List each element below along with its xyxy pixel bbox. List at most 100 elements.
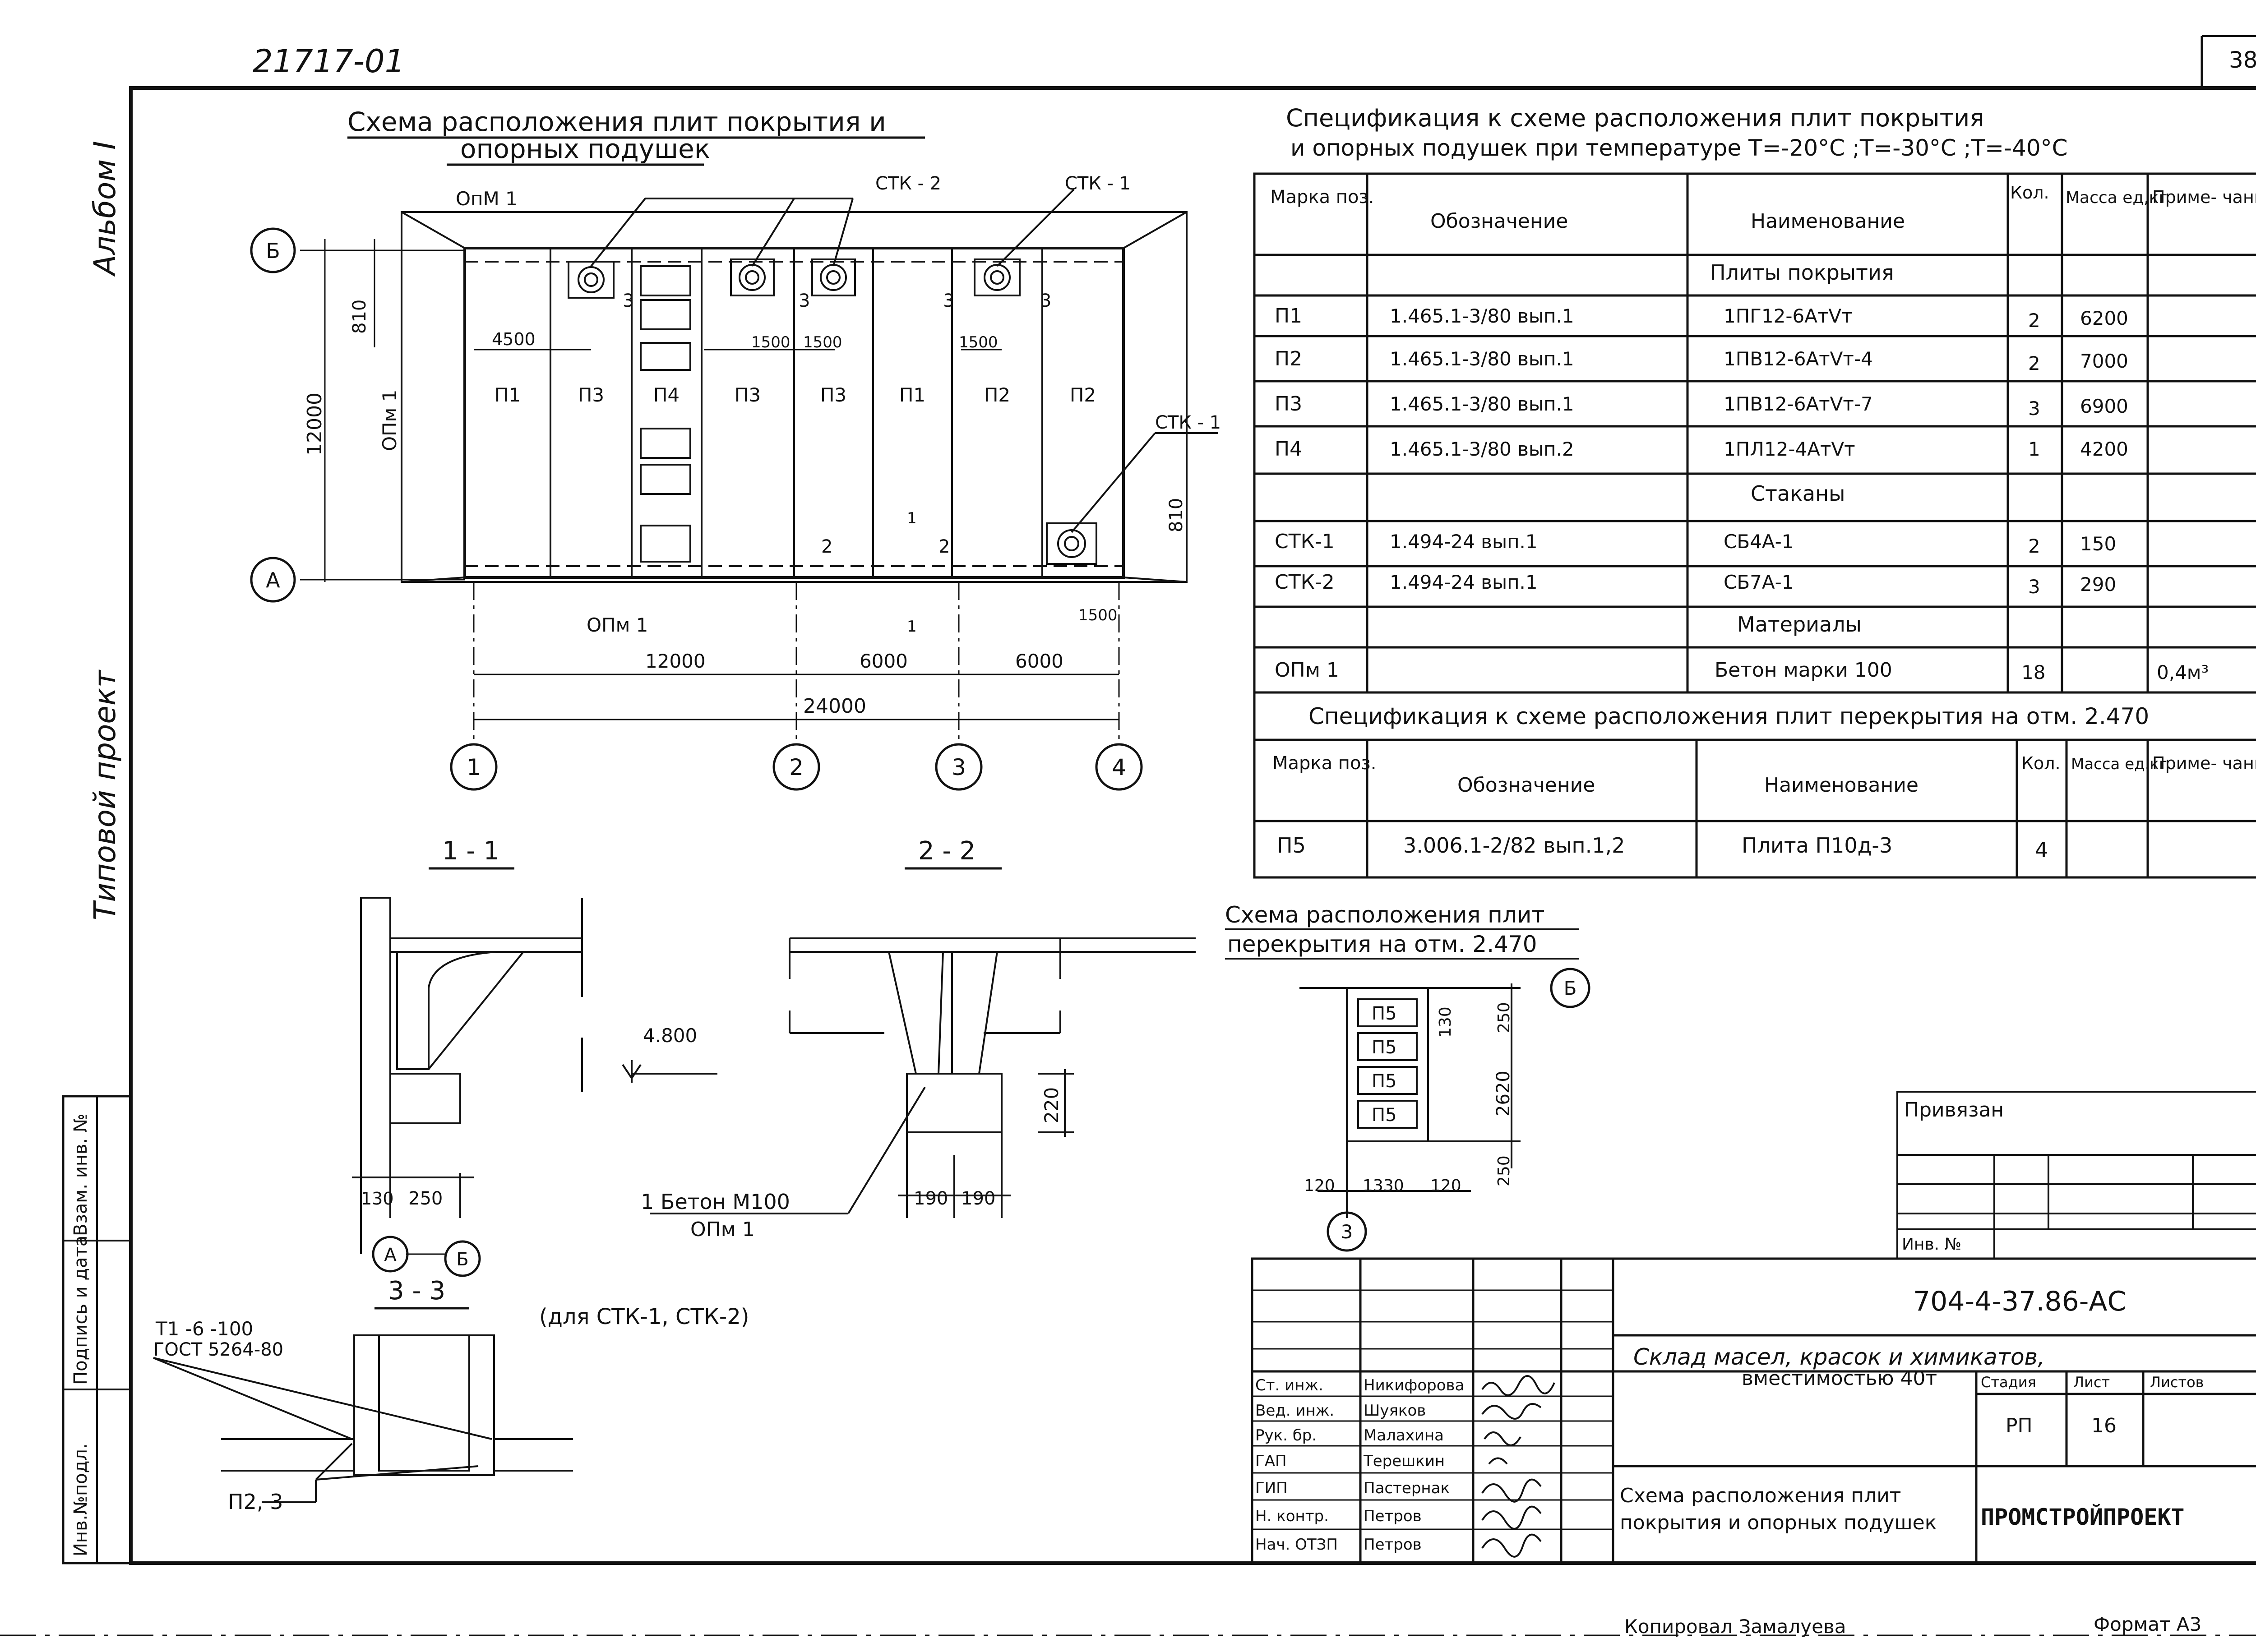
title-object-line2: вместимостью 40т (1742, 1367, 1937, 1390)
axis-b-label: Б (266, 239, 280, 263)
floor-dim-130: 130 (1436, 1006, 1455, 1038)
role: Н. контр. (1255, 1507, 1329, 1525)
person: Петров (1364, 1536, 1422, 1554)
cell-designation: 1.465.1-3/80 вып.1 (1390, 348, 1574, 370)
list-item: Н. контр. Петров (1255, 1507, 1422, 1525)
slab-label: П2 (984, 384, 1010, 406)
section33-title: 3 - 3 (388, 1276, 445, 1306)
slab-label: П3 (735, 384, 761, 406)
section11-title: 1 - 1 (442, 836, 499, 866)
title-sheet-label: Лист (2073, 1374, 2110, 1391)
floor-axis-b: Б (1564, 977, 1577, 999)
spec1-header-note: Приме- чание (2152, 187, 2256, 207)
cell-designation: 3.006.1-2/82 вып.1,2 (1403, 833, 1625, 858)
cell-mass: 6900 (2080, 395, 2128, 417)
cell-qty: 4 (2035, 838, 2048, 862)
table-row: СТК-1 1.494-24 вып.1 СБ4А-1 2 150 (1275, 530, 2116, 557)
axis-1-label: 1 (467, 754, 481, 780)
section-3-3: 3 - 3 (для СТК-1, СТК-2) Т1 -6 -100 ГОСТ… (153, 1276, 749, 1514)
floor-slab: П5 (1372, 1105, 1397, 1126)
person: Никифорова (1364, 1376, 1464, 1394)
spec2-title: Спецификация к схеме расположения плит п… (1308, 703, 2149, 729)
section11-elevation: 4.800 (643, 1024, 697, 1047)
spec1-group-plates: Плиты покрытия (1710, 260, 1894, 285)
section33-gost: ГОСТ 5264-80 (153, 1339, 283, 1360)
dim-1500a: 1500 (751, 333, 791, 351)
dim-810-right: 810 (1166, 498, 1187, 532)
floor-dim-250b: 250 (1495, 1155, 1513, 1186)
spec2-header-designation: Обозначение (1457, 774, 1595, 797)
plan-opm-top: ОпМ 1 (456, 188, 518, 210)
plan-opm-bottom: ОПм 1 (587, 614, 648, 636)
spec1-header-qty: Кол. (2010, 183, 2049, 203)
floor-slab: П5 (1372, 1037, 1397, 1058)
title-sheet-line1: Схема расположения плит (1620, 1484, 1901, 1507)
cell-qty: 18 (2021, 661, 2045, 683)
privyazan-inv: Инв. № (1902, 1235, 1961, 1254)
table-row: П1 1.465.1-3/80 вып.1 1ПГ12-6АтVт 2 6200 (1275, 305, 2128, 332)
cell-name: 1ПЛ12-4АтVт (1724, 438, 1855, 460)
cell-mass: 290 (2080, 573, 2116, 595)
floor-dim-120a: 120 (1304, 1177, 1335, 1195)
floor-dim-120b: 120 (1430, 1177, 1461, 1195)
spec2-header-qty: Кол. (2021, 753, 2061, 773)
title-sheet-line2: покрытия и опорных подушек (1620, 1511, 1937, 1534)
table-row: П3 1.465.1-3/80 вып.1 1ПВ12-6АтVт-7 3 69… (1275, 392, 2128, 420)
signatures (1481, 1375, 1555, 1558)
slab-label: П4 (653, 384, 680, 406)
spec-table-1: Спецификация к схеме расположения плит п… (1253, 104, 2256, 694)
section22-dim-190b: 190 (961, 1188, 995, 1209)
section22-dim-220: 220 (1040, 1087, 1063, 1123)
privyazan-block: Привязан Инв. № (1896, 1091, 2256, 1260)
title-people: Ст. инж. Никифорова Вед. инж. Шуяков Рук… (1255, 1376, 1464, 1554)
title-object-line1: Склад масел, красок и химикатов, (1633, 1344, 2045, 1370)
plan-title-line1: Схема расположения плит покрытия и (347, 106, 886, 137)
section-mark: 2 (821, 536, 832, 557)
axis-4-label: 4 (1112, 754, 1126, 780)
dim-6000a: 6000 (860, 650, 908, 672)
cell-name: Плита П10д-3 (1742, 833, 1892, 858)
role: Рук. бр. (1255, 1426, 1317, 1444)
dim-1500-right: 1500 (1078, 606, 1118, 624)
cell-mass: 6200 (2080, 307, 2128, 329)
copied-label: Копировал Замалуева (1624, 1615, 1846, 1638)
slab-label: П3 (820, 384, 846, 406)
cell-designation: 1.465.1-3/80 вып.1 (1390, 393, 1574, 415)
spec1-header-designation: Обозначение (1430, 210, 1568, 233)
cell-name: 1ПГ12-6АтVт (1724, 305, 1853, 327)
list-item: Ст. инж. Никифорова (1255, 1376, 1464, 1394)
section-mark: 3 (623, 291, 634, 311)
floor-slab: П5 (1372, 1003, 1397, 1024)
cell-name: Бетон марки 100 (1715, 659, 1892, 682)
section11-dim-250: 250 (408, 1188, 443, 1209)
title-stage: РП (2006, 1414, 2033, 1437)
spec1-header-name: Наименование (1751, 210, 1905, 233)
cell-qty: 2 (2028, 535, 2040, 557)
list-item: Нач. ОТЗП Петров (1255, 1536, 1422, 1554)
cell-mark: П5 (1277, 833, 1306, 858)
section33-slabs: П2, 3 (228, 1490, 283, 1514)
slab-label: П3 (578, 384, 604, 406)
section22-note2: ОПм 1 (690, 1218, 755, 1241)
person: Петров (1364, 1507, 1422, 1525)
plan-axes (250, 227, 1188, 791)
title-org: ПРОМСТРОЙПРОЕКТ (1981, 1504, 2185, 1530)
plan-stk2-label: СТК - 2 (875, 173, 941, 194)
person: Шуяков (1364, 1402, 1426, 1420)
dim-1500b: 1500 (803, 333, 842, 351)
cell-qty: 1 (2028, 438, 2040, 460)
title-block: 704-4-37.86-АС Склад масел, красок и хим… (1251, 1257, 2256, 1564)
floor-axis-3: 3 (1341, 1221, 1353, 1243)
spec-table-2: Спецификация к схеме расположения плит п… (1253, 691, 2256, 879)
axis-3-label: 3 (952, 754, 966, 780)
section11-dim-130: 130 (361, 1189, 394, 1209)
spec1-group-cups: Стаканы (1751, 481, 1845, 506)
plan-drawing: Схема расположения плит покрытия и опорн… (250, 106, 1221, 791)
slab-label: П2 (1070, 384, 1096, 406)
section11-axis-b: Б (456, 1249, 468, 1270)
person: Пастернак (1364, 1479, 1450, 1497)
cell-designation: 1.494-24 вып.1 (1390, 571, 1538, 593)
plan-stk1-label: СТК - 1 (1065, 173, 1131, 194)
section-mark: 3 (1040, 291, 1051, 311)
